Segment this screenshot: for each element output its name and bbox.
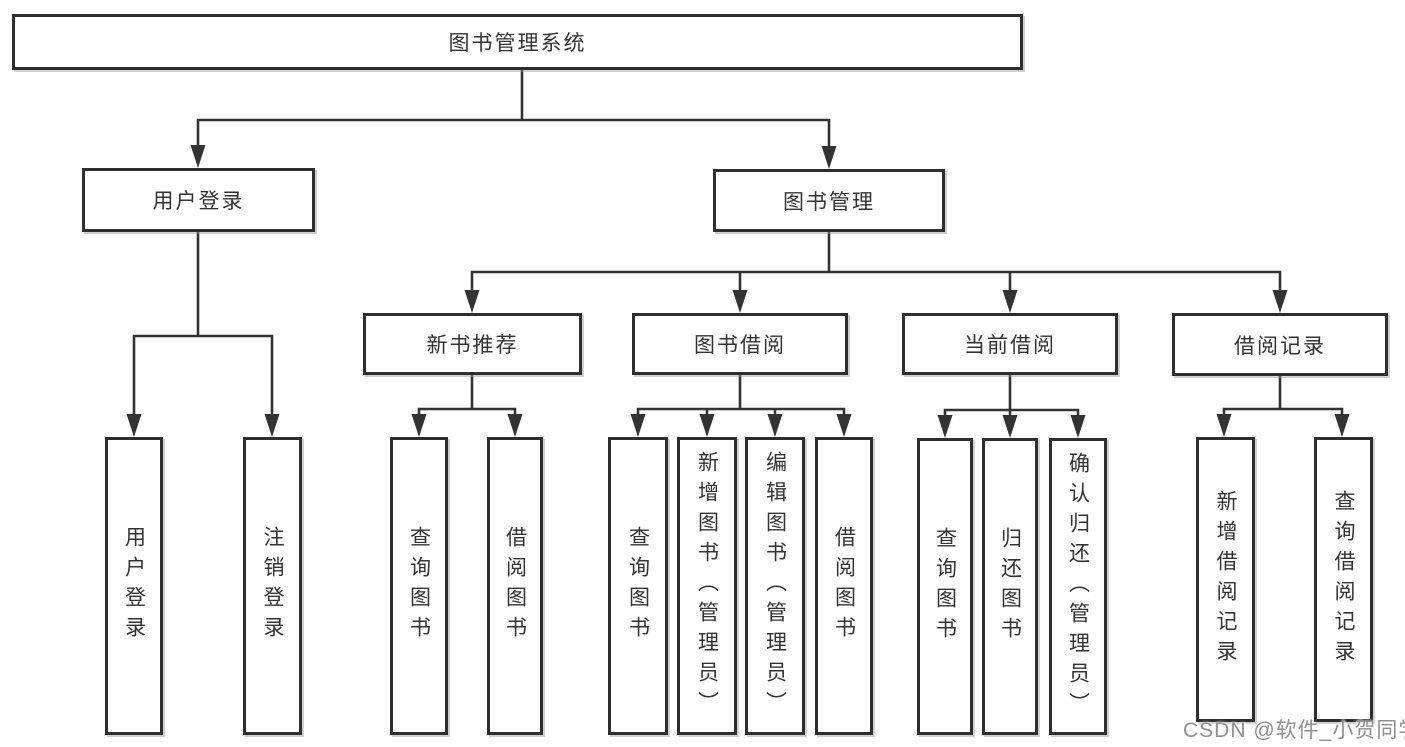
leaf-edit-book-admin-label: 编辑图书（管理员） — [763, 451, 787, 721]
csdn-watermark: CSDN @软件_小贺同学 — [1183, 719, 1405, 742]
leaf-query-book-recommend-box: 查询图书 — [390, 437, 448, 735]
user-login-box: 用户登录 — [82, 168, 315, 232]
leaf-user-login-label: 用户登录 — [122, 526, 146, 646]
book-management-box: 图书管理 — [713, 169, 945, 232]
leaf-query-borrow-record-label: 查询借阅记录 — [1332, 489, 1355, 670]
leaf-query-book-borrow-box: 查询图书 — [608, 437, 668, 735]
leaf-edit-book-admin-box: 编辑图书（管理员） — [745, 437, 805, 735]
leaf-return-book-label: 归还图书 — [998, 526, 1022, 647]
leaf-borrow-book-label: 借阅图书 — [832, 526, 856, 646]
leaf-logout-box: 注销登录 — [243, 437, 302, 735]
book-management-label: 图书管理 — [783, 190, 875, 214]
leaf-confirm-return-admin-label: 确认归还（管理员） — [1066, 451, 1090, 722]
leaf-query-book-borrow-label: 查询图书 — [626, 526, 650, 646]
system-root-label: 图书管理系统 — [448, 32, 587, 55]
new-book-recommend-label: 新书推荐 — [426, 334, 519, 357]
leaf-query-borrow-record-box: 查询借阅记录 — [1314, 437, 1373, 722]
leaf-add-borrow-record-label: 新增借阅记录 — [1214, 489, 1237, 670]
leaf-borrow-book-recommend-label: 借阅图书 — [503, 526, 527, 646]
system-root-box: 图书管理系统 — [12, 14, 1023, 70]
leaf-add-borrow-record-box: 新增借阅记录 — [1196, 437, 1255, 722]
leaf-borrow-book-recommend-box: 借阅图书 — [487, 437, 543, 735]
leaf-query-book-current-box: 查询图书 — [917, 438, 973, 735]
borrow-record-label: 借阅记录 — [1234, 334, 1326, 358]
leaf-add-book-admin-label: 新增图书（管理员） — [695, 451, 719, 721]
book-borrow-label: 图书借阅 — [694, 334, 786, 357]
leaf-query-book-current-label: 查询图书 — [933, 526, 957, 647]
leaf-logout-label: 注销登录 — [261, 526, 284, 646]
user-login-label: 用户登录 — [152, 190, 245, 213]
leaf-query-book-recommend-label: 查询图书 — [407, 526, 431, 646]
new-book-recommend-box: 新书推荐 — [363, 313, 582, 375]
leaf-add-book-admin-box: 新增图书（管理员） — [677, 437, 737, 735]
leaf-confirm-return-admin-box: 确认归还（管理员） — [1049, 438, 1107, 735]
leaf-return-book-box: 归还图书 — [982, 438, 1038, 735]
leaf-borrow-book-box: 借阅图书 — [815, 437, 873, 735]
current-borrow-label: 当前借阅 — [964, 334, 1056, 357]
current-borrow-box: 当前借阅 — [902, 313, 1118, 375]
leaf-user-login-box: 用户登录 — [105, 437, 163, 735]
borrow-record-box: 借阅记录 — [1172, 313, 1388, 376]
book-borrow-box: 图书借阅 — [632, 313, 848, 375]
